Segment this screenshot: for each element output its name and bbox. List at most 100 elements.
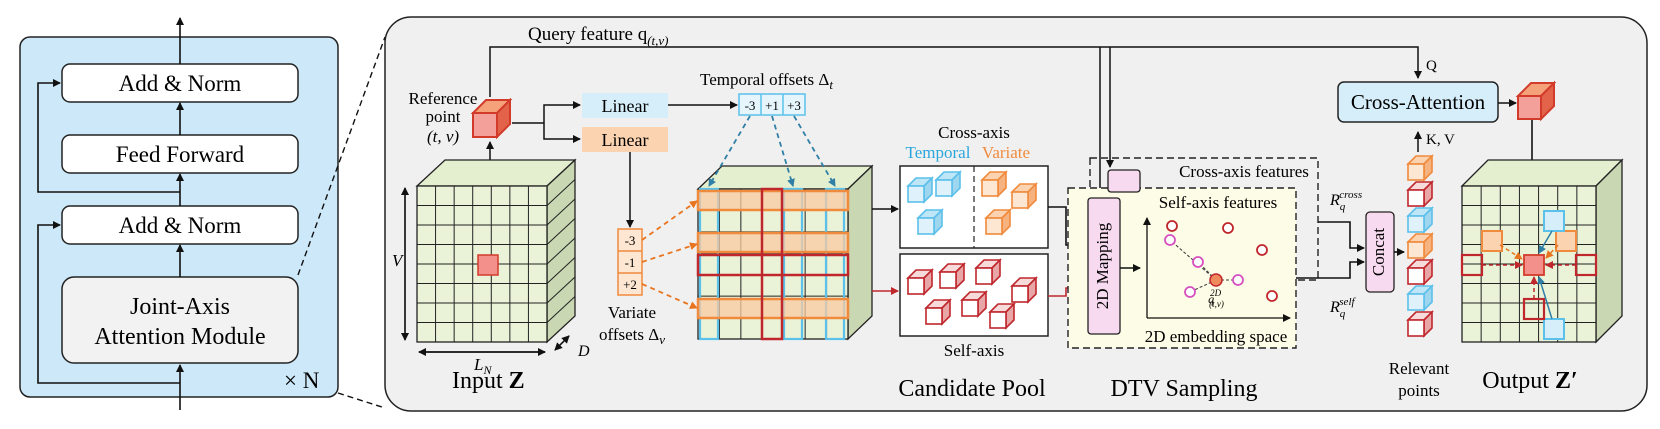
joint-axis-label-1: Joint-Axis	[130, 294, 230, 320]
relevant-cube-3	[1406, 206, 1434, 234]
sampling-grid	[696, 164, 874, 341]
add-norm-bottom-label: Add & Norm	[119, 213, 242, 238]
variate-cube-3	[984, 208, 1012, 236]
concat-block: Concat	[1365, 211, 1405, 293]
variate-offset-1: -1	[625, 255, 636, 270]
reference-label-3: (t, v)	[427, 127, 459, 146]
cross-axis-label: Cross-axis	[938, 123, 1010, 142]
q-embedding-label: q2D(t,v)	[1208, 288, 1224, 309]
relevant-cube-4	[1406, 232, 1434, 260]
temporal-offset-1: +1	[765, 98, 779, 113]
self-column	[760, 187, 784, 341]
depth-line	[546, 218, 576, 245]
depth-line	[546, 237, 576, 265]
self-embedding-point	[1256, 244, 1268, 256]
relevant-cube-7	[1406, 310, 1434, 338]
linear-top-label: Linear	[602, 96, 649, 116]
zoom-line-bottom	[337, 392, 386, 409]
self-cube-7	[988, 302, 1016, 330]
feed-forward-label: Feed Forward	[116, 142, 245, 167]
self-axis-label: Self-axis	[944, 341, 1004, 360]
input-reference-cell	[477, 254, 499, 276]
input-axis-d: D	[577, 343, 590, 360]
query-feature-path: Query feature q(t,v)	[489, 24, 1422, 199]
temporal-column-2	[782, 187, 804, 341]
zoom-line-top	[297, 36, 386, 276]
relevant-label-1: Relevant	[1389, 359, 1450, 378]
add-norm-top-label: Add & Norm	[119, 71, 242, 96]
linear-bottom-label: Linear	[602, 130, 649, 150]
self-embedding-point	[1266, 290, 1278, 302]
cross-attention-block: Cross-Attention	[1337, 80, 1557, 179]
temporal-cube-2	[934, 170, 962, 198]
self-embedding-point	[1222, 222, 1234, 234]
self-cube-3	[974, 258, 1002, 286]
temporal-offset-0: -3	[745, 98, 756, 113]
temporal-label: Temporal	[906, 143, 971, 162]
reference-cube	[470, 97, 513, 140]
encoder-block: Joint-Axis Attention Module Add & Norm F…	[19, 17, 339, 410]
input-label: Input Z	[452, 368, 525, 394]
self-cube-6	[960, 290, 988, 318]
out-temporal-cell-1	[1543, 210, 1565, 232]
self-embedding-point	[1166, 220, 1178, 232]
concat-label: Concat	[1369, 228, 1388, 276]
cross-embedding-point	[1192, 256, 1204, 268]
embedding-space-label: 2D embedding space	[1145, 327, 1288, 346]
input-axis-l: LN	[473, 355, 492, 377]
self-features-label: Self-axis features	[1159, 193, 1277, 212]
cross-features-label: Cross-axis features	[1179, 162, 1309, 181]
cross-attention-label: Cross-Attention	[1351, 90, 1486, 114]
dtv-sampling: Cross-axis features Self-axis features 2…	[1067, 157, 1319, 402]
candidate-pool-title: Candidate Pool	[898, 376, 1046, 402]
depth-line	[546, 179, 576, 206]
q-label: Q	[1426, 58, 1437, 74]
temporal-offset-2: +3	[787, 98, 801, 113]
candidate-pool: Cross-axis Temporal Variate Self-axis Ca…	[898, 123, 1049, 402]
variate-label: Variate	[982, 143, 1030, 162]
kv-label: K, V	[1426, 132, 1455, 148]
output-grid: Output Z′	[1460, 158, 1624, 394]
variate-offsets-label-1: Variate	[608, 303, 656, 322]
query-feature-label: Query feature q(t,v)	[528, 24, 669, 48]
temporal-offsets-label: Temporal offsets Δt	[700, 70, 833, 92]
self-cube-1	[906, 268, 934, 296]
relevant-points-stack	[1406, 154, 1434, 338]
r-cross-label: Rqcross	[1329, 189, 1362, 213]
2d-mapping-box	[1087, 197, 1121, 335]
variate-row-3	[696, 297, 850, 320]
out-reference-cell	[1523, 254, 1545, 276]
input-grid: V LN D Input Z	[392, 158, 590, 394]
2d-mapping-label: 2D Mapping	[1093, 222, 1112, 309]
reference-point: Reference point (t, v)	[409, 89, 513, 168]
joint-axis-label-2: Attention Module	[94, 324, 265, 350]
output-label: Output Z′	[1482, 368, 1577, 394]
relevant-cube-2	[1406, 180, 1434, 208]
repeat-n-label: × N	[284, 368, 320, 393]
depth-line	[546, 257, 576, 284]
self-row	[696, 253, 850, 277]
depth-line	[546, 198, 576, 226]
output-cube	[1515, 80, 1557, 122]
temporal-cube-1	[906, 176, 934, 204]
variate-cube-1	[980, 170, 1008, 198]
variate-offset-2: +2	[623, 277, 637, 292]
self-cube-2	[938, 262, 966, 290]
offset-arrows	[641, 115, 836, 309]
cross-embedding-point	[1184, 286, 1196, 298]
reference-label-2: point	[426, 107, 461, 126]
temporal-column-1	[698, 187, 720, 341]
out-variate-cell-2	[1555, 230, 1577, 252]
relevant-label-2: points	[1398, 381, 1440, 400]
variate-row-1	[696, 189, 850, 212]
relevant-cube-1	[1406, 154, 1434, 182]
variate-offset-0: -3	[625, 233, 636, 248]
depth-line	[546, 276, 576, 304]
variate-row-2	[696, 231, 850, 254]
self-cube-4	[1010, 276, 1038, 304]
linear-top-box	[582, 93, 668, 118]
out-temporal-cell-2	[1543, 318, 1565, 340]
joint-axis-attention-box	[61, 276, 299, 364]
cross-embedding-point	[1164, 234, 1176, 246]
